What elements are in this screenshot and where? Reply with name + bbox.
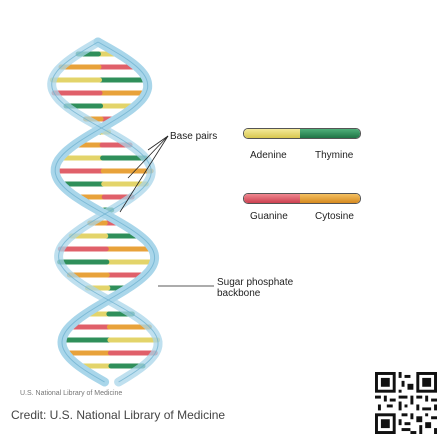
sugar-phosphate-backbone-label: Sugar phosphate backbone — [217, 277, 327, 299]
base-pairs-leader-1 — [147, 135, 169, 151]
cytosine-segment — [299, 194, 360, 203]
guanine-label: Guanine — [250, 211, 288, 222]
base-pairs-leader-2 — [127, 135, 169, 179]
strand-front-edge — [54, 41, 156, 383]
qr-code-icon[interactable] — [375, 372, 437, 434]
adenine-thymine-bar — [243, 128, 361, 139]
base-pairs-label: Base pairs — [170, 131, 218, 142]
backbone-label-line1: Sugar phosphate — [217, 277, 294, 288]
credit-line: Credit: U.S. National Library of Medicin… — [11, 408, 226, 422]
leader-lines — [119, 135, 214, 287]
guanine-segment — [244, 194, 300, 203]
adenine-segment — [244, 129, 300, 138]
guanine-cytosine-bar — [243, 193, 361, 204]
adenine-label: Adenine — [250, 150, 287, 161]
cytosine-label: Cytosine — [315, 211, 354, 222]
thymine-segment — [299, 129, 360, 138]
backbone-label-line2: backbone — [217, 288, 261, 299]
source-note: U.S. National Library of Medicine — [20, 390, 123, 397]
thymine-label: Thymine — [315, 150, 354, 161]
base-pairs-leader-3 — [119, 135, 169, 213]
strand-back-edge — [51, 41, 159, 383]
